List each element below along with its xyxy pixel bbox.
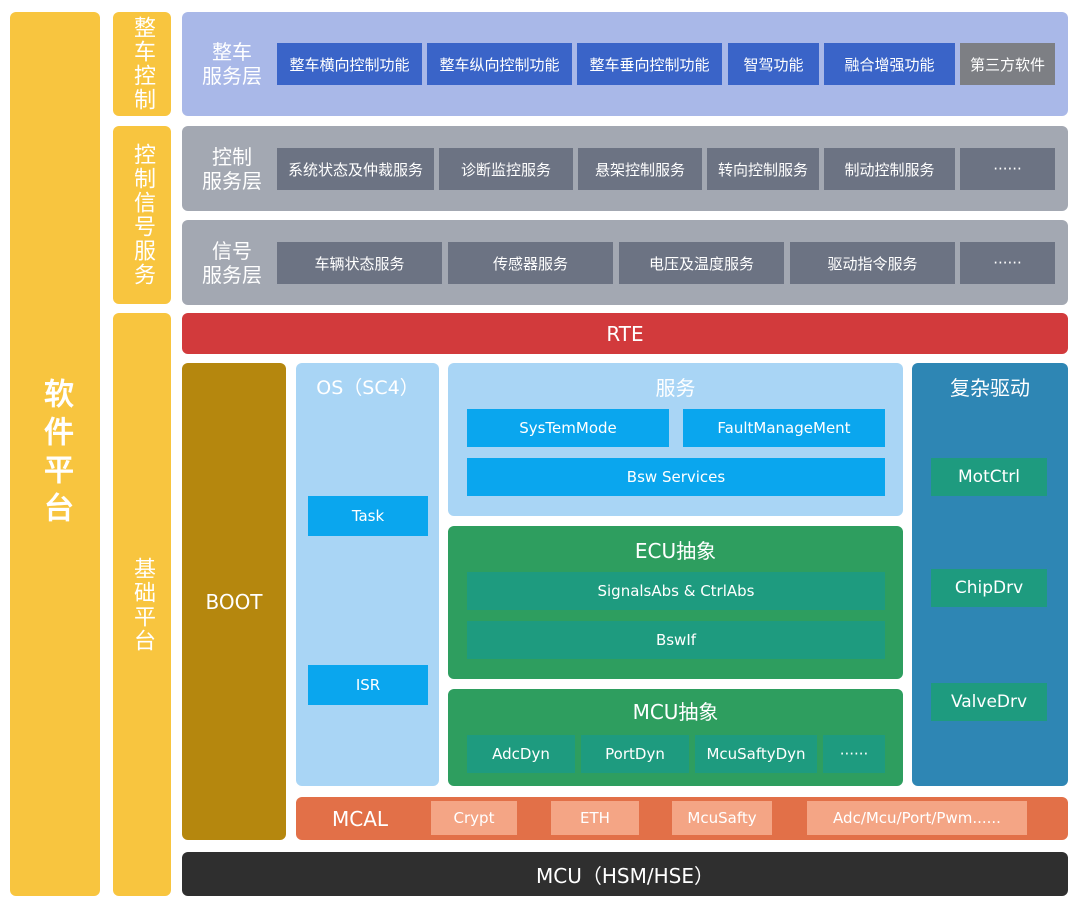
ecu-title: ECU抽象 <box>634 538 717 563</box>
mcu-abs-portdyn: PortDyn <box>581 735 689 773</box>
services-systemmode: SysTemMode <box>467 409 669 447</box>
os-title: OS（SC4） <box>316 376 419 399</box>
os-task: Task <box>308 496 428 536</box>
software-platform-column: 软件平台 <box>10 12 100 896</box>
vehicle-item-longitudinal: 整车纵向控制功能 <box>427 43 572 85</box>
complex-valvedrv: ValveDrv <box>931 683 1047 721</box>
complex-chipdrv: ChipDrv <box>931 569 1047 607</box>
vehicle-item-thirdparty: 第三方软件 <box>960 43 1055 85</box>
mcal-title: MCAL <box>331 806 389 831</box>
services-title: 服务 <box>655 375 696 400</box>
mcal-eth: ETH <box>551 801 639 835</box>
ecu-bswif: BswIf <box>467 621 885 659</box>
services-bsw: Bsw Services <box>467 458 885 496</box>
rte-label: RTE <box>606 321 644 346</box>
control-signal-column: 控制信号服务 <box>113 126 171 304</box>
mcu-abs-title: MCU抽象 <box>632 699 719 724</box>
services-fault: FaultManageMent <box>683 409 885 447</box>
control-item-suspension: 悬架控制服务 <box>578 148 702 190</box>
mcal-crypt: Crypt <box>431 801 517 835</box>
vehicle-item-vertical: 整车垂向控制功能 <box>577 43 722 85</box>
vehicle-control-column: 整车控制 <box>113 12 171 116</box>
mcu-bar: MCU（HSM/HSE） <box>182 852 1068 896</box>
mcu-abs-adcdyn: AdcDyn <box>467 735 575 773</box>
control-item-brake: 制动控制服务 <box>824 148 955 190</box>
control-signal-label: 控制信号服务 <box>130 143 155 287</box>
control-item-steering: 转向控制服务 <box>707 148 819 190</box>
vehicle-item-fusion: 融合增强功能 <box>824 43 955 85</box>
mcal-adc-mcu-port-pwm: Adc/Mcu/Port/Pwm...... <box>807 801 1027 835</box>
ecu-signals: SignalsAbs & CtrlAbs <box>467 572 885 610</box>
base-platform-column: 基础平台 <box>113 313 171 896</box>
base-platform-label: 基础平台 <box>130 556 155 653</box>
signal-layer-title: 信号 服务层 <box>202 239 262 287</box>
vehicle-control-label: 整车控制 <box>130 16 155 112</box>
mcal-mcusafty: McuSafty <box>672 801 772 835</box>
control-item-diagnosis: 诊断监控服务 <box>439 148 573 190</box>
vehicle-item-adas: 智驾功能 <box>728 43 819 85</box>
signal-item-vehicle-state: 车辆状态服务 <box>277 242 442 284</box>
os-block <box>296 363 439 786</box>
vehicle-layer-title: 整车 服务层 <box>202 40 262 88</box>
mcu-abs-more: ······ <box>823 735 885 773</box>
control-item-arbitration: 系统状态及仲裁服务 <box>277 148 434 190</box>
signal-item-sensor: 传感器服务 <box>448 242 613 284</box>
complex-title: 复杂驱动 <box>950 375 1030 400</box>
signal-item-voltage-temp: 电压及温度服务 <box>619 242 784 284</box>
rte-bar: RTE <box>182 313 1068 354</box>
vehicle-item-lateral: 整车横向控制功能 <box>277 43 422 85</box>
signal-item-more: ······ <box>960 242 1055 284</box>
boot-block: BOOT <box>182 363 286 840</box>
complex-motctrl: MotCtrl <box>931 458 1047 496</box>
boot-label: BOOT <box>205 589 263 614</box>
software-platform-label: 软件平台 <box>38 378 73 530</box>
mcu-label: MCU（HSM/HSE） <box>536 863 714 888</box>
control-item-more: ······ <box>960 148 1055 190</box>
os-isr: ISR <box>308 665 428 705</box>
control-layer-title: 控制 服务层 <box>202 145 262 193</box>
mcu-abs-mcusaftydyn: McuSaftyDyn <box>695 735 817 773</box>
signal-item-drive-cmd: 驱动指令服务 <box>790 242 955 284</box>
